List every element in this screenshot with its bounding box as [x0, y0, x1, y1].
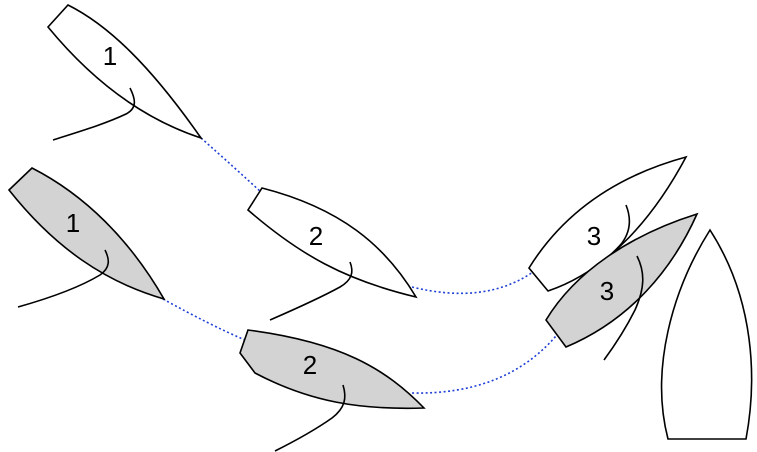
grey-boat-hull: [545, 212, 699, 348]
white-boat-sail: [52, 87, 136, 141]
grey-boat-position-2: 2: [239, 329, 426, 452]
white-boat-position-2: 2: [246, 187, 418, 321]
grey-boat-track-1-2: [162, 298, 246, 341]
boat-number-label: 3: [600, 276, 614, 306]
grey-boat-sail: [274, 384, 346, 452]
boat-number-label: 2: [309, 221, 323, 251]
white-boat-position-1: 1: [46, 4, 204, 141]
boat-number-label: 3: [587, 221, 601, 251]
grey-boat-position-3: 3: [545, 212, 699, 361]
grey-boat-hull: [239, 329, 426, 410]
grey-boat-sail: [603, 255, 644, 361]
white-boat-sail: [269, 261, 353, 321]
white-boat-track-1-2: [200, 137, 263, 194]
grey-boat-position-1: 1: [7, 167, 166, 308]
grey-boat-sail: [17, 249, 110, 308]
large-boat-hull: [660, 228, 753, 440]
large-boat-bow: [660, 228, 753, 440]
boat-number-label: 1: [66, 208, 80, 238]
boat-number-label: 2: [303, 350, 317, 380]
white-boat-position-3: 3: [528, 155, 688, 292]
grey-boat-track-2-3: [411, 335, 557, 394]
white-boat-hull: [46, 4, 204, 140]
white-boat-track-2-3: [411, 271, 534, 295]
white-boat-hull: [528, 155, 688, 292]
white-boat-hull: [246, 187, 418, 299]
boat-number-label: 1: [103, 41, 117, 71]
grey-boat-hull: [7, 167, 166, 301]
